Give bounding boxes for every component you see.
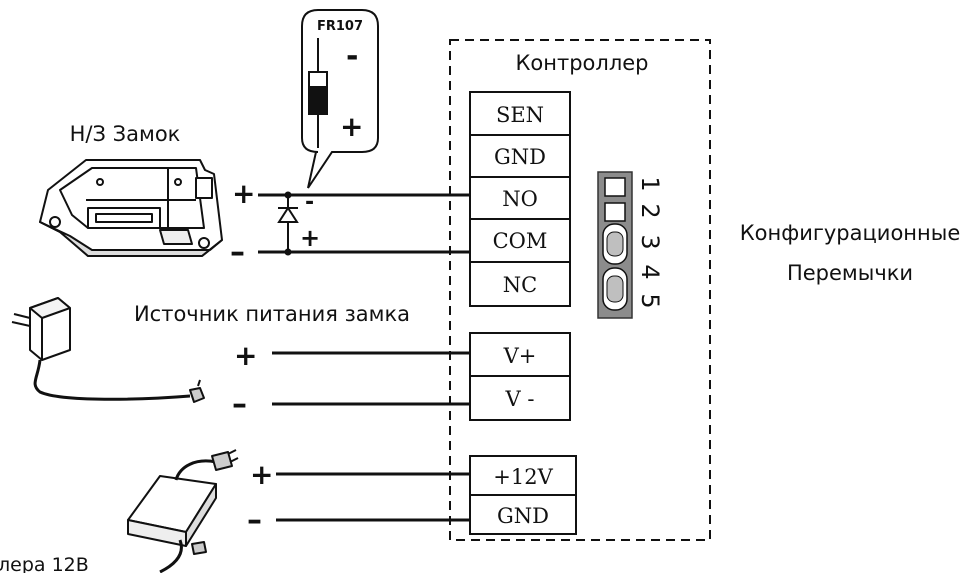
terminal-block-lock-power: V+ V - [469, 332, 571, 421]
controller-power-label: лера 12В [0, 554, 89, 573]
lock-minus-sign: – [230, 235, 245, 270]
controller-label: Контроллер [516, 51, 649, 75]
diode-model-label: FR107 [317, 19, 363, 34]
terminal-block-top: SEN GND NO COM NC [469, 91, 571, 307]
diode-plus-label: + [340, 110, 363, 143]
controller-box [449, 39, 711, 541]
diode-wire-minus-sign: - [305, 190, 314, 215]
jumper-block [597, 171, 633, 319]
ctrl-minus-sign: – [247, 503, 262, 538]
jumper-numbers: 1 2 3 4 5 [636, 176, 664, 308]
lock-strike-image [39, 159, 223, 257]
terminal-com: COM [493, 229, 548, 253]
wires [258, 193, 470, 522]
terminal-block-controller-power: +12V GND [469, 455, 577, 535]
jumpers-label-line1: Конфигурационные [740, 221, 961, 245]
terminal-gnd: GND [494, 145, 546, 169]
jumper-number-5: 5 [636, 293, 664, 308]
terminal-v-minus: V - [505, 387, 535, 411]
ctrl-plus-sign: + [250, 458, 273, 491]
terminal-sen: SEN [496, 103, 544, 127]
diode-minus-label: - [346, 39, 358, 74]
jumper-number-2: 2 [636, 203, 664, 218]
jumper-number-4: 4 [636, 264, 664, 279]
controller-power-adapter-image [127, 449, 239, 573]
terminal-12v: +12V [493, 465, 553, 489]
jumper-number-1: 1 [636, 176, 664, 191]
psu-minus-sign: – [232, 387, 247, 422]
diode-wire-plus-sign: + [300, 224, 320, 252]
jumper-number-3: 3 [636, 234, 664, 249]
psu-plus-sign: + [234, 339, 257, 372]
jumpers-label-line2: Перемычки [787, 261, 913, 285]
terminal-no: NO [502, 187, 538, 211]
lock-power-adapter-image [11, 297, 205, 403]
lock-plus-sign: + [232, 177, 255, 210]
diode-callout [301, 9, 379, 189]
terminal-v-plus: V+ [503, 344, 537, 368]
terminal-gnd-power: GND [497, 504, 549, 528]
lock-label: Н/З Замок [70, 122, 181, 146]
diode-symbol [277, 191, 299, 256]
terminal-nc: NC [503, 273, 537, 297]
lock-power-label: Источник питания замка [134, 302, 410, 326]
